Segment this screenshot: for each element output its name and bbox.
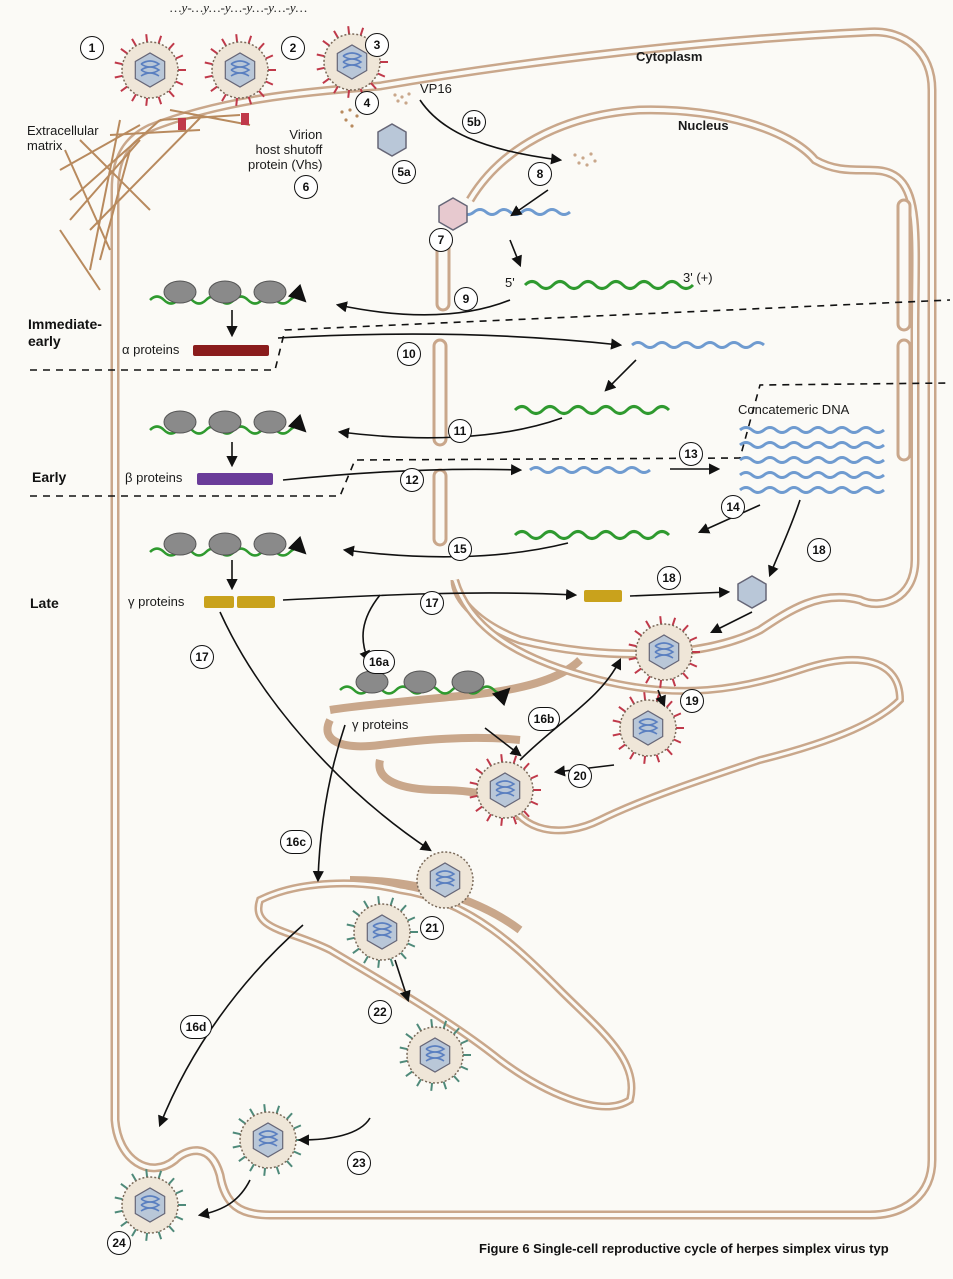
step-marker-3: 3 [365,33,389,57]
step-marker-10: 10 [397,342,421,366]
gamma-protein-bar-2 [237,596,275,608]
virions [115,26,700,1241]
step-marker-1: 1 [80,36,104,60]
label-alpha-proteins: α proteins [122,343,179,358]
gamma-protein-bar-nucleus [584,590,622,602]
step-marker-17: 17 [420,591,444,615]
label-gamma-proteins-er: γ proteins [352,718,408,733]
step-marker-18: 18 [657,566,681,590]
virion-5 [613,692,684,764]
step-marker-20: 20 [568,764,592,788]
step-marker-7: 7 [429,228,453,252]
step-marker-2: 2 [281,36,305,60]
step-marker-24: 24 [107,1231,131,1255]
polysome-mrna [150,297,508,694]
label-concatemeric-dna: Concatemeric DNA [738,403,849,418]
virion-4 [629,616,700,688]
step-marker-11: 11 [448,419,472,443]
virion-8 [347,896,418,968]
er-membranes [258,580,900,1106]
label-gamma-proteins: γ proteins [128,595,184,610]
label-3-prime: 3' (+) [683,271,713,286]
step-marker-16d: 16d [180,1015,212,1039]
label-vhs: Virion host shutoff protein (Vhs) [248,128,322,173]
stage-immediate-early: Immediate- early [28,316,102,350]
virion-1 [115,34,186,106]
figure-caption: Figure 6 Single-cell reproductive cycle … [479,1241,889,1256]
virion-11 [115,1169,186,1241]
concatemeric-dna-coils [740,428,884,493]
label-5-prime: 5' [505,276,515,291]
phase-dividers [30,300,950,496]
step-marker-9: 9 [454,287,478,311]
step-marker-23: 23 [347,1151,371,1175]
step-marker-16c: 16c [280,830,312,854]
gamma-protein-bar-1 [204,596,234,608]
step-marker-16a: 16a [363,650,395,674]
step-marker-8: 8 [528,162,552,186]
capsid-18 [738,576,766,608]
step-marker-12: 12 [400,468,424,492]
step-marker-18: 18 [807,538,831,562]
beta-protein-bar [197,473,273,485]
step-marker-6: 6 [294,175,318,199]
step-marker-4: 4 [355,91,379,115]
capsid-pore [439,198,467,230]
virion-10 [233,1104,304,1176]
step-marker-21: 21 [420,916,444,940]
capsid-5a [378,124,406,156]
stage-late: Late [30,595,59,612]
label-beta-proteins: β proteins [125,471,182,486]
step-marker-22: 22 [368,1000,392,1024]
virion-6 [470,754,541,826]
step-marker-19: 19 [680,689,704,713]
step-marker-17: 17 [190,645,214,669]
label-cytoplasm: Cytoplasm [636,50,702,65]
step-marker-14: 14 [721,495,745,519]
step-marker-16b: 16b [528,707,560,731]
step-marker-13: 13 [679,442,703,466]
alpha-protein-bar [193,345,269,356]
virion-7 [417,852,473,908]
stage-early: Early [32,469,66,486]
step-marker-5a: 5a [392,160,416,184]
step-marker-15: 15 [448,537,472,561]
label-nucleus: Nucleus [678,119,729,134]
label-extracellular-matrix: Extracellular matrix [27,124,99,154]
label-vp16: VP16 [420,82,452,97]
step-marker-5b: 5b [462,110,486,134]
